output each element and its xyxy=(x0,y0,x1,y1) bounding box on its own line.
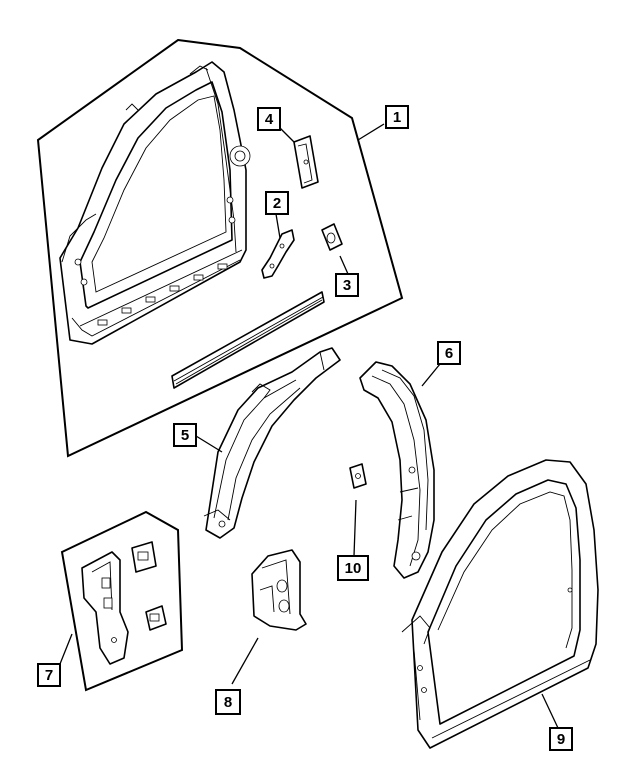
callout-10[interactable]: 10 xyxy=(337,499,369,581)
svg-text:6: 6 xyxy=(445,345,453,362)
group-7-outline xyxy=(60,510,184,692)
callout-7[interactable]: 7 xyxy=(37,633,73,687)
a-pillar-inner-5 xyxy=(203,347,341,539)
bracket-3 xyxy=(321,223,343,251)
svg-text:4: 4 xyxy=(265,111,274,128)
door-opening-frame-9 xyxy=(401,459,599,749)
callout-2[interactable]: 2 xyxy=(265,191,289,239)
callout-8[interactable]: 8 xyxy=(215,637,259,715)
svg-text:7: 7 xyxy=(45,667,53,684)
rocker-sill-strip xyxy=(171,291,325,389)
callout-1[interactable]: 1 xyxy=(357,105,409,141)
callout-4[interactable]: 4 xyxy=(257,107,295,143)
svg-text:2: 2 xyxy=(273,195,281,212)
b-pillar-reinforcement-8 xyxy=(251,549,307,631)
hinge-pillar-7 xyxy=(81,541,167,665)
body-side-aperture xyxy=(59,61,251,345)
hinge-bracket-2 xyxy=(261,229,295,279)
bracket-10 xyxy=(349,463,367,489)
svg-text:3: 3 xyxy=(343,277,351,294)
callout-9[interactable]: 9 xyxy=(541,693,573,751)
svg-text:8: 8 xyxy=(224,694,232,711)
svg-text:5: 5 xyxy=(181,427,189,444)
reinforcement-plate-4 xyxy=(293,135,319,189)
svg-text:9: 9 xyxy=(557,731,565,748)
callout-3[interactable]: 3 xyxy=(335,255,359,297)
callout-5[interactable]: 5 xyxy=(173,423,223,453)
callout-6[interactable]: 6 xyxy=(421,341,461,387)
a-pillar-outer-6 xyxy=(359,361,435,579)
svg-text:1: 1 xyxy=(393,109,401,126)
svg-text:10: 10 xyxy=(345,560,362,577)
